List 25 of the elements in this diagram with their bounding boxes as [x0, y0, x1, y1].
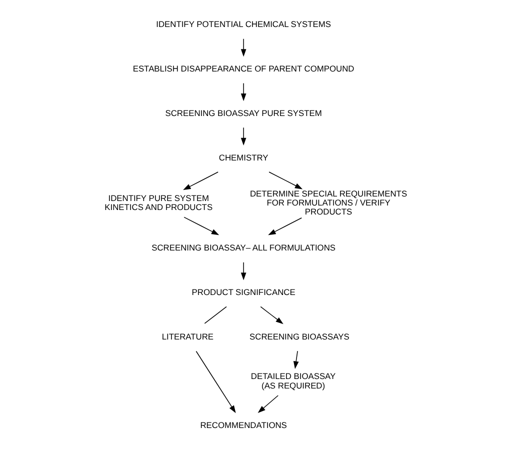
node-text: LITERATURE — [162, 331, 214, 342]
node-text: SCREENING BIOASSAY PURE SYSTEM — [165, 108, 322, 118]
arrow — [258, 395, 278, 413]
arrow — [260, 306, 284, 324]
arrow — [268, 218, 302, 236]
arrow — [183, 172, 218, 190]
node-text: ESTABLISH DISAPPEARANCE OF PARENT COMPOUND — [132, 64, 354, 74]
node-text: SCREENING BIOASSAY– ALL FORMULATIONS — [152, 242, 336, 253]
node-text: RECOMMENDATIONS — [200, 420, 287, 430]
node-text: PRODUCT SIGNIFICANCE — [192, 286, 296, 297]
arrow — [196, 350, 236, 414]
node-text: DETERMINE SPECIAL REQUIREMENTS FOR FORMULATIONS / VERIFY PRODUCTS — [250, 188, 408, 217]
arrow — [293, 350, 299, 369]
arrow — [268, 172, 303, 190]
node-text: IDENTIFY PURE SYSTEM KINETICS AND PRODUCTS — [104, 192, 213, 212]
arrow — [240, 127, 246, 146]
connector — [204, 306, 227, 324]
arrow — [240, 262, 246, 280]
node-text: CHEMISTRY — [218, 152, 268, 162]
node-text: DETAILED BIOASSAY (AS REQUIRED) — [250, 371, 336, 390]
arrow — [240, 38, 246, 57]
node-text: SCREENING BIOASSAYS — [250, 331, 350, 342]
arrow — [240, 82, 246, 102]
arrow — [184, 216, 220, 236]
node-text: IDENTIFY POTENTIAL CHEMICAL SYSTEMS — [156, 19, 331, 30]
